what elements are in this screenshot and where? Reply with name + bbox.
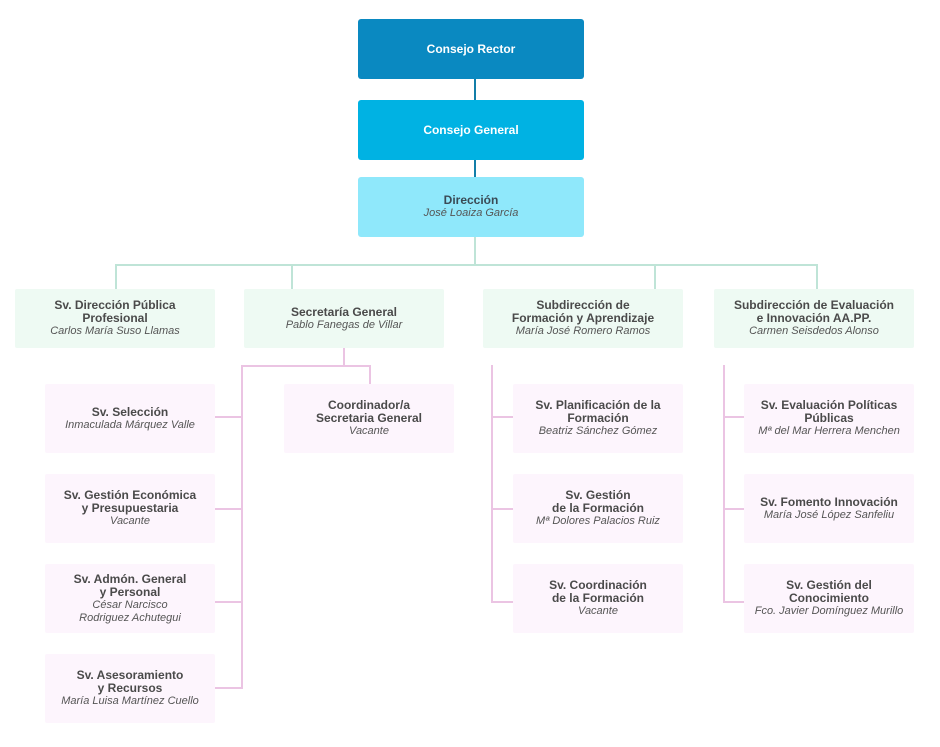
connector-line [491,601,513,603]
direccion-box: Dirección José Loaiza García [358,177,584,237]
unit-head-name: Vacante [110,515,150,527]
connector-line [491,508,513,510]
connector-line [491,416,513,418]
unit-head-name: Carlos María Suso Llamas [50,325,180,337]
unit-head-name: Fco. Javier Domínguez Murillo [754,605,904,617]
direccion-name: José Loaiza García [423,207,519,219]
unit-head-name: María José Romero Ramos [515,325,651,337]
connector-line [291,264,293,289]
connector-line [723,365,725,603]
connector-line [369,365,371,384]
consejo-general-title: Consejo General [423,122,519,137]
connector-line [343,347,345,366]
unit-title: Secretaría General [290,304,398,319]
direccion-title: Dirección [443,193,499,207]
connector-line [816,264,818,289]
connector-line [215,416,243,418]
sv-fomento-innovacion-box: Sv. Fomento Innovación María José López … [744,474,914,543]
consejo-rector-title: Consejo Rector [426,41,516,56]
connector-line [215,687,243,689]
connector-line [241,365,243,689]
unit-head-name: Inmaculada Márquez Valle [65,418,195,431]
unit-head-name: Pablo Fanegas de Villar [285,318,403,331]
unit-head-name: Vacante [349,425,389,437]
unit-title: Sv. Selección [91,404,169,419]
connector-line [215,508,243,510]
connector-line [654,264,656,289]
unit-head-name: Beatriz Sánchez Gómez [538,425,658,437]
consejo-rector-box: Consejo Rector [358,19,584,79]
connector-line [723,601,745,603]
connector-line [215,601,243,603]
unit-head-name: Carmen Seisdedos Alonso [749,325,879,337]
connector-line [474,159,476,177]
connector-line [491,365,493,603]
unit-head-name: Mª Dolores Palacios Ruiz [536,515,660,527]
unit-head-name: Vacante [578,605,618,617]
consejo-general-box: Consejo General [358,100,584,160]
connector-line [474,78,476,100]
connector-line [474,236,476,265]
unit-title: Sv. Fomento Innovación [760,494,898,509]
unit-head-name: María Luisa Martínez Cuello [61,695,199,707]
connector-line [115,264,818,266]
connector-line [241,365,371,367]
sv-seleccion-box: Sv. Selección Inmaculada Márquez Valle [45,384,215,453]
connector-line [723,508,745,510]
connector-line [723,416,745,418]
connector-line [115,264,117,289]
secretaria-general-box: Secretaría General Pablo Fanegas de Vill… [244,289,444,348]
unit-head-name: Mª del Mar Herrera Menchen [758,425,900,437]
unit-head-name: María José López Sanfeliu [763,508,895,521]
